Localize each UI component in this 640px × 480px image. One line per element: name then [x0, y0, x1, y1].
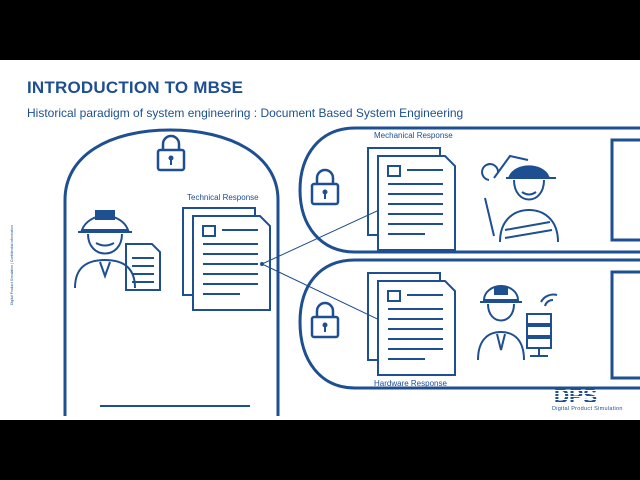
document-flow-diagram	[63, 126, 640, 416]
mechanical-document-icon	[367, 147, 456, 251]
hardware-vault-door	[610, 270, 640, 380]
mechanical-response-label: Mechanical Response	[374, 131, 453, 140]
lock-icon-hardware	[310, 301, 340, 339]
mechanic-icon	[481, 154, 559, 243]
hardware-engineer-icon	[477, 285, 525, 361]
side-note: Digital Product Simulation | Confidentia…	[2, 195, 14, 305]
connector-node	[260, 262, 264, 266]
logo-mark: DPS	[554, 385, 597, 405]
hardware-document-icon	[367, 272, 456, 376]
mechanical-vault-container	[298, 126, 640, 254]
lock-icon-mechanical	[310, 168, 340, 206]
hardware-vault-container	[298, 258, 640, 390]
logo-tagline: Digital Product Simulation	[552, 406, 623, 412]
logo-mark-text: DPS	[554, 385, 597, 405]
slide: INTRODUCTION TO MBSE Historical paradigm…	[0, 60, 640, 420]
lock-icon-left	[156, 134, 186, 172]
slide-subtitle: Historical paradigm of system engineerin…	[27, 106, 464, 120]
engineering-vault-container	[63, 128, 280, 416]
slide-title: INTRODUCTION TO MBSE	[27, 78, 244, 97]
technical-document-icon	[182, 207, 271, 311]
server-icon	[526, 293, 558, 357]
engineer-icon	[74, 210, 136, 289]
side-note-text: Digital Product Simulation | Confidentia…	[10, 225, 14, 305]
mechanical-vault-door	[610, 138, 640, 242]
hardware-response-label: Hardware Response	[374, 379, 447, 388]
technical-response-label: Technical Response	[187, 193, 259, 202]
company-logo: DPS Digital Product Simulation	[552, 385, 622, 419]
clipboard-icon	[125, 243, 161, 291]
